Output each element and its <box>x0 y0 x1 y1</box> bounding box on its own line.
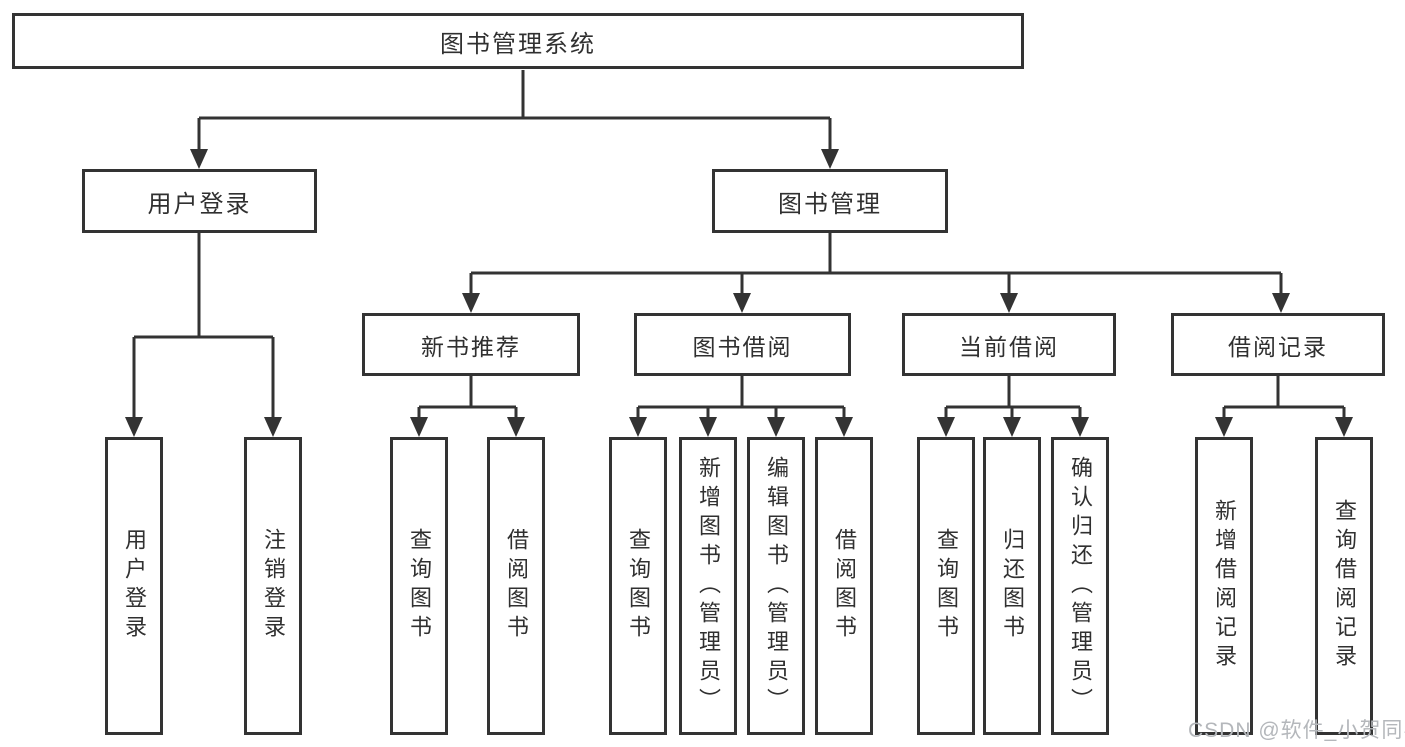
node-new-book-recommendation: 新书推荐 <box>362 313 580 376</box>
node-leaf-add-borrow-record: 新增借阅记录 <box>1195 437 1253 735</box>
node-label: 查询图书 <box>934 528 959 644</box>
node-leaf-query-books-recommend: 查询图书 <box>390 437 448 735</box>
node-label: 当前借阅 <box>959 333 1059 360</box>
node-current-borrowing: 当前借阅 <box>902 313 1116 376</box>
node-label: 确认归还（管理员） <box>1068 455 1093 717</box>
node-book-management-branch: 图书管理 <box>712 169 948 233</box>
node-label: 查询借阅记录 <box>1332 499 1357 673</box>
node-label: 借阅图书 <box>504 528 529 644</box>
node-label: 新书推荐 <box>421 333 521 360</box>
node-label: 图书管理系统 <box>440 30 596 58</box>
node-leaf-edit-book-admin: 编辑图书（管理员） <box>747 437 805 735</box>
node-leaf-query-borrow-record: 查询借阅记录 <box>1315 437 1373 735</box>
node-label: 用户登录 <box>122 528 147 644</box>
node-label: 注销登录 <box>261 528 286 644</box>
node-label: 新增借阅记录 <box>1212 499 1237 673</box>
node-leaf-add-book-admin: 新增图书（管理员） <box>679 437 737 735</box>
node-label: 查询图书 <box>626 528 651 644</box>
node-label: 新增图书（管理员） <box>696 455 721 717</box>
node-book-borrowing: 图书借阅 <box>634 313 851 376</box>
node-label: 查询图书 <box>407 528 432 644</box>
node-leaf-borrow-books-recommend: 借阅图书 <box>487 437 545 735</box>
node-label: 编辑图书（管理员） <box>764 455 789 717</box>
node-leaf-return-books: 归还图书 <box>983 437 1041 735</box>
node-library-management-system: 图书管理系统 <box>12 13 1024 69</box>
arrowheads <box>125 149 1353 437</box>
node-label: 用户登录 <box>147 190 252 218</box>
node-label: 借阅记录 <box>1228 333 1328 360</box>
node-label: 归还图书 <box>1000 528 1025 644</box>
node-leaf-query-books-current: 查询图书 <box>917 437 975 735</box>
node-label: 借阅图书 <box>832 528 857 644</box>
node-leaf-confirm-return-admin: 确认归还（管理员） <box>1051 437 1109 735</box>
node-leaf-user-login: 用户登录 <box>105 437 163 735</box>
node-borrowing-records: 借阅记录 <box>1171 313 1385 376</box>
node-user-login-branch: 用户登录 <box>82 169 317 233</box>
node-leaf-logout: 注销登录 <box>244 437 302 735</box>
node-label: 图书管理 <box>778 190 882 218</box>
node-label: 图书借阅 <box>692 333 793 360</box>
node-leaf-borrow-books: 借阅图书 <box>815 437 873 735</box>
node-leaf-query-books-borrowing: 查询图书 <box>609 437 667 735</box>
watermark: CSDN @软件_小贺同学 <box>1188 719 1405 742</box>
